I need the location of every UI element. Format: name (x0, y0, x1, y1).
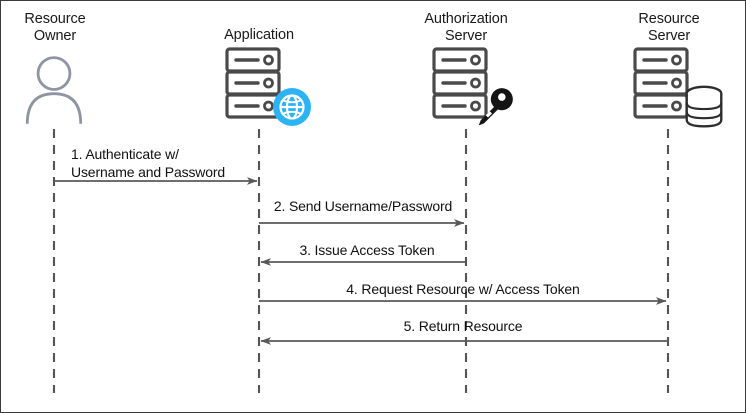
message-label-1: 1. Authenticate w/ Username and Password (71, 146, 226, 180)
actor-icon-authorization-server (432, 47, 513, 126)
actor-label-resource-owner: Resource Owner (24, 11, 86, 44)
actor-icon-resource-server (633, 47, 723, 128)
message-label-5: 5. Return Resource (403, 318, 523, 334)
actor-label-application: Application (224, 27, 294, 43)
message-label-2: 2. Send Username/Password (273, 198, 453, 214)
lifelines-group (52, 129, 670, 393)
actor-label-authorization-server: Authorization Server (424, 11, 508, 44)
message-label-4: 4. Request Resource w/ Access Token (346, 281, 580, 297)
actor-label-resource-server: Resource Server (638, 11, 700, 44)
message-arrows-group (54, 177, 668, 345)
message-label-3: 3. Issue Access Token (299, 242, 435, 258)
actor-icon-application (225, 47, 312, 127)
actor-icon-resource-owner (25, 56, 83, 124)
